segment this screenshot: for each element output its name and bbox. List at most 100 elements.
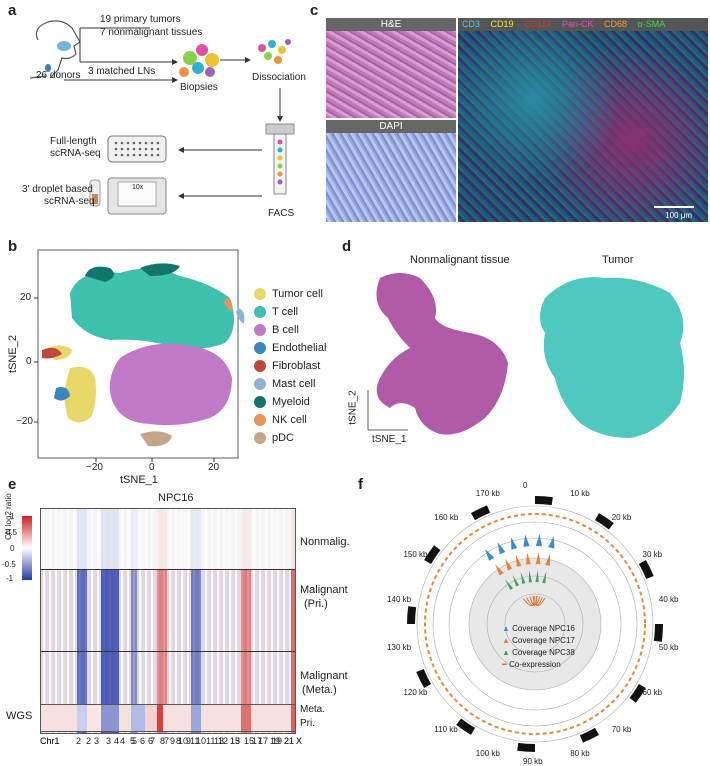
track-ring bbox=[504, 593, 566, 655]
cbar-tick-neg1: -1 bbox=[6, 574, 14, 583]
legend-fibroblast: Fibroblast bbox=[254, 358, 320, 374]
outer-segment bbox=[535, 496, 553, 506]
cluster-myeloid bbox=[85, 263, 180, 282]
legend-dot bbox=[254, 288, 266, 301]
cbar-tick-1: 1 bbox=[10, 512, 15, 521]
b-xlabel: tSNE_1 bbox=[120, 474, 158, 486]
legend-coexpression: ━ Co-expression bbox=[502, 660, 561, 669]
circos-plot bbox=[407, 496, 663, 752]
legend-dot bbox=[254, 396, 266, 409]
coexpression-arc bbox=[522, 595, 535, 607]
legend-dot bbox=[254, 306, 266, 319]
panel-d: d Nonmalignant tissue Tumor tSNE_1 tSNE_… bbox=[340, 238, 710, 468]
marker-cd117: CD117 bbox=[524, 19, 552, 29]
circos-rings bbox=[407, 496, 663, 752]
chr-ticks: Chr1 2 3 4 5 6 7 8 9 10 11 13 15 17 19 2… bbox=[40, 736, 303, 746]
marker-cd68: CD68 bbox=[603, 19, 627, 29]
legend-tcell: T cell bbox=[254, 304, 298, 320]
outer-segment bbox=[629, 684, 646, 703]
outer-segment bbox=[456, 718, 475, 735]
kb-tick-label: 40 kb bbox=[658, 595, 679, 605]
legend-npc38: ▲ Coverage NPC38 bbox=[502, 648, 575, 657]
kb-tick-label: 170 kb bbox=[475, 489, 500, 499]
coverage-peak bbox=[548, 535, 555, 549]
b-xtick-0: 0 bbox=[149, 462, 155, 473]
legend-npc16: ▲ Coverage NPC16 bbox=[502, 624, 575, 633]
panel-label-a: a bbox=[8, 2, 17, 19]
legend-bcell: B cell bbox=[254, 322, 299, 338]
outer-segment bbox=[424, 545, 441, 564]
b-ylabel: tSNE_2 bbox=[6, 335, 19, 373]
kb-tick-label: 90 kb bbox=[523, 757, 543, 766]
row-pri: (Pri.) bbox=[304, 598, 328, 610]
droplet-text: 3' droplet based bbox=[22, 184, 93, 195]
track-ring bbox=[448, 537, 622, 711]
coverage-peak bbox=[520, 571, 526, 584]
multiplex-image: CD3 CD19 CD117 Pan-CK CD68 α-SMA 100 μm bbox=[458, 18, 708, 222]
nonmalignant-text: 7 nonmalignant tissues bbox=[100, 27, 203, 38]
kb-tick-label: 110 kb bbox=[434, 724, 458, 734]
kb-tick-label: 0 bbox=[523, 481, 528, 490]
cnv-heatmap bbox=[40, 508, 296, 734]
scale-bar bbox=[654, 206, 694, 208]
cluster-endothelial bbox=[54, 387, 70, 401]
outer-segment bbox=[416, 668, 432, 688]
legend-dot bbox=[254, 432, 266, 445]
kb-tick-label: 60 kb bbox=[642, 688, 663, 697]
kb-tick-label: 100 kb bbox=[475, 748, 500, 758]
legend-npc17: ▲ Coverage NPC17 bbox=[502, 636, 575, 645]
outer-segment bbox=[638, 560, 654, 580]
wgs-row-pri: Pri. bbox=[300, 718, 315, 729]
kb-tick-label: 130 kb bbox=[387, 642, 412, 652]
outer-segment bbox=[653, 624, 663, 642]
coverage-peak bbox=[528, 570, 533, 583]
coverage-peak bbox=[535, 534, 543, 547]
dapi-title: DAPI bbox=[326, 120, 456, 133]
coexpression-arc bbox=[529, 596, 541, 606]
legend-endothelial: Endothelial bbox=[254, 340, 326, 356]
track-ring bbox=[432, 521, 638, 727]
f-legend: ▲ Coverage NPC16 ▲ Coverage NPC17 ▲ Cove… bbox=[502, 624, 612, 684]
legend-nk: NK cell bbox=[254, 412, 307, 428]
panel-label-e: e bbox=[8, 476, 17, 493]
coverage-peak bbox=[535, 570, 539, 583]
kb-tick-label: 120 kb bbox=[403, 688, 428, 697]
coverage-peak bbox=[484, 549, 495, 561]
e-title: NPC16 bbox=[158, 492, 194, 504]
dissociation-text: Dissociation bbox=[252, 72, 306, 83]
kb-tick-label: 70 kb bbox=[611, 724, 632, 734]
legend-tumor: Tumor cell bbox=[254, 286, 323, 302]
biopsies-text: Biopsies bbox=[180, 82, 218, 93]
legend-pdc: pDC bbox=[254, 430, 294, 446]
kb-tick-label: 160 kb bbox=[434, 513, 459, 523]
full-length-text-2: scRNA-seq bbox=[50, 148, 101, 159]
coverage-peak bbox=[511, 537, 518, 550]
coexpression-arc bbox=[535, 595, 546, 606]
coverage-peak bbox=[497, 542, 506, 555]
outer-segment bbox=[471, 505, 491, 521]
facs-text: FACS bbox=[268, 208, 295, 219]
panel-f: f ▲ Coverage NPC16 ▲ Coverage NPC17 ▲ Co… bbox=[350, 474, 710, 766]
b-ytick-0: 0 bbox=[26, 356, 32, 367]
nonmalig-block bbox=[41, 509, 295, 569]
nonmalignant-cluster bbox=[376, 273, 508, 435]
outer-segment bbox=[595, 513, 614, 530]
coverage-peak bbox=[545, 553, 551, 566]
row-nonmalig: Nonmalig. bbox=[300, 536, 350, 548]
d-title-right: Tumor bbox=[602, 254, 634, 266]
legend-mast: Mast cell bbox=[254, 376, 315, 392]
cluster-nk bbox=[224, 298, 233, 312]
panel-b: b −20 0 20 20 0 −20 tSNE_1 tSNE_2 Tumor … bbox=[0, 238, 340, 488]
legend-dot bbox=[254, 360, 266, 373]
cbar-tick-neg05: -0.5 bbox=[2, 560, 16, 569]
heatmap-divider-1 bbox=[41, 569, 295, 570]
outer-segment bbox=[517, 742, 535, 752]
panel-a: a bbox=[0, 0, 320, 235]
panel-c: c H&E DAPI CD3 CD19 CD117 Pan-CK CD68 α-… bbox=[310, 0, 710, 230]
coverage-peak bbox=[523, 534, 530, 547]
coverage-peak bbox=[542, 571, 547, 584]
coverage-peak bbox=[526, 552, 531, 565]
coverage-peak bbox=[494, 564, 504, 576]
track-ring bbox=[416, 505, 654, 743]
outer-segment bbox=[579, 727, 599, 743]
